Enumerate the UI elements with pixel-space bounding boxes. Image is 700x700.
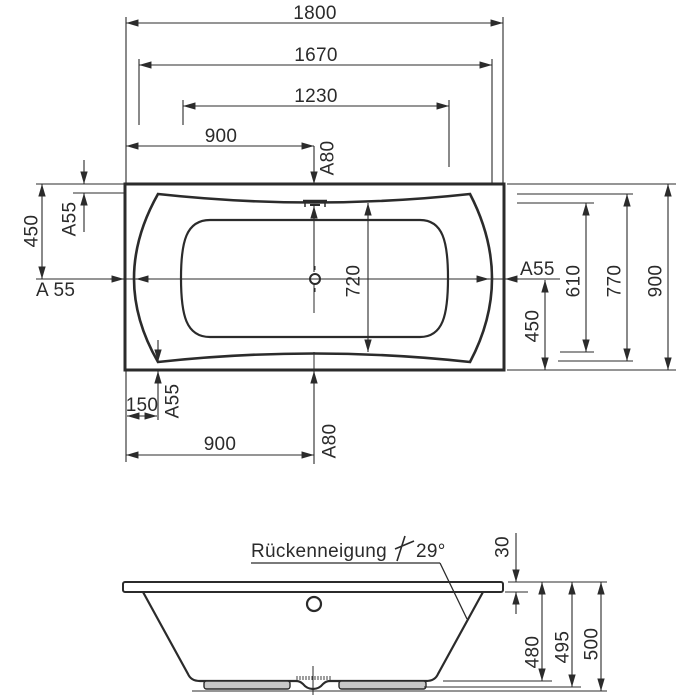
label-770: 770 [605,265,626,298]
label-450-left: 450 [22,215,43,248]
label-a80-top: A80 [318,141,339,176]
top-view: 1800 1670 1230 900 A80 450 A55 A 55 720 … [22,3,676,464]
label-30: 30 [493,536,514,558]
inner-rim-curve [132,192,494,364]
label-450-right: 450 [523,310,544,343]
label-a55-top-left: A55 [60,202,81,237]
bathing-well [179,218,450,339]
dimension-lines [38,19,672,464]
drain-side-icon [305,595,323,613]
label-a55-bottom: A55 [163,384,184,419]
label-900-bottom: 900 [204,434,237,455]
angle-symbol-icon [394,535,415,562]
label-a55-left: A 55 [36,280,75,301]
label-1670: 1670 [294,45,337,66]
label-rueckenneigung: Rückenneigung [251,541,387,562]
tub-rim [122,581,504,593]
label-720: 720 [344,265,365,298]
label-a80-bottom: A80 [320,424,341,459]
tub-foot-left [203,680,291,690]
overflow-icon [303,199,327,207]
label-900-top: 900 [205,126,238,147]
label-1800: 1800 [293,3,336,24]
label-480: 480 [523,636,544,669]
label-150: 150 [126,395,159,416]
label-900-right: 900 [646,265,667,298]
side-dimension-lines [512,533,605,691]
side-view: Rückenneigung 29° [122,533,607,695]
label-angle-29: 29° [416,541,446,562]
label-500: 500 [582,628,603,661]
antislip-hatch [296,676,331,680]
label-1230: 1230 [294,86,337,107]
label-a55-right: A55 [520,259,555,280]
tub-foot-right [338,680,427,690]
label-495: 495 [553,631,574,664]
label-610: 610 [564,265,585,298]
